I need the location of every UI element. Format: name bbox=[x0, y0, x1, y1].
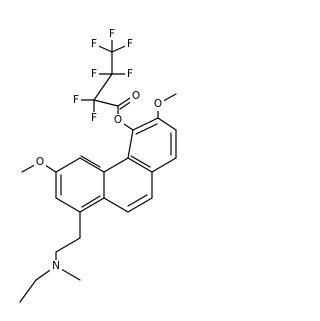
atom-o-methoxy-right: O bbox=[152, 98, 164, 111]
svg-text:F: F bbox=[73, 94, 79, 106]
atom-n-amine: N bbox=[50, 260, 62, 273]
molecule-structure: F F F F F F F O bbox=[19, 27, 177, 303]
bond-ringB-2-inner bbox=[127, 194, 148, 207]
bond-ringB-2 bbox=[127, 197, 153, 213]
svg-text:N: N bbox=[52, 260, 60, 272]
bond-ringC-5-inner bbox=[81, 195, 101, 208]
bond-ringA-5 bbox=[127, 157, 153, 173]
svg-text:F: F bbox=[127, 68, 133, 80]
bond-ringA-6 bbox=[127, 129, 134, 159]
svg-text:O: O bbox=[154, 98, 162, 110]
svg-text:F: F bbox=[91, 68, 97, 80]
atom-o-carbonyl: O bbox=[130, 90, 141, 103]
svg-text:O: O bbox=[132, 90, 140, 102]
svg-text:F: F bbox=[91, 112, 97, 124]
svg-text:O: O bbox=[114, 114, 122, 126]
svg-text:O: O bbox=[36, 156, 44, 168]
svg-text:F: F bbox=[127, 38, 133, 50]
bond-ringC-5 bbox=[79, 197, 105, 213]
bond-ringA-5-inner bbox=[130, 155, 151, 168]
atom-o-methoxy-left: O bbox=[34, 156, 46, 169]
bond-ringA-1-inner bbox=[135, 123, 158, 135]
bond-ringA-4 bbox=[151, 157, 177, 173]
bond-ringA-1 bbox=[132, 117, 159, 131]
bond-ringA-2 bbox=[157, 117, 177, 131]
bond-ringC-4 bbox=[55, 197, 81, 213]
svg-text:F: F bbox=[109, 28, 115, 40]
svg-text:F: F bbox=[91, 38, 97, 50]
bond-ch2-ch2 bbox=[55, 237, 81, 253]
bond-ethyl-ch3 bbox=[19, 279, 37, 303]
atom-f-cf2b-left: F bbox=[71, 94, 81, 107]
atom-o-ester: O bbox=[112, 114, 124, 127]
bond-ringB-3 bbox=[103, 197, 129, 213]
atom-f-cf3-right: F bbox=[125, 38, 135, 51]
bond-layer bbox=[19, 33, 177, 303]
atom-f-top: F bbox=[107, 27, 117, 40]
bond-ringC-2 bbox=[55, 157, 81, 173]
bond-ringC-1 bbox=[79, 157, 105, 173]
atom-f-cf2b-down: F bbox=[89, 112, 99, 125]
atom-f-cf2a-left: F bbox=[89, 68, 99, 81]
atom-label-layer: F F F F F F F O bbox=[34, 27, 164, 273]
bond-ringC-1-inner bbox=[80, 155, 101, 168]
atom-f-cf3-left: F bbox=[89, 38, 99, 51]
atom-f-cf2a-right: F bbox=[125, 68, 135, 81]
bond-cf2b-carbonyl bbox=[93, 99, 119, 107]
bond-cf2a-cf2b bbox=[93, 73, 113, 101]
bond-ringB-5 bbox=[103, 157, 129, 173]
